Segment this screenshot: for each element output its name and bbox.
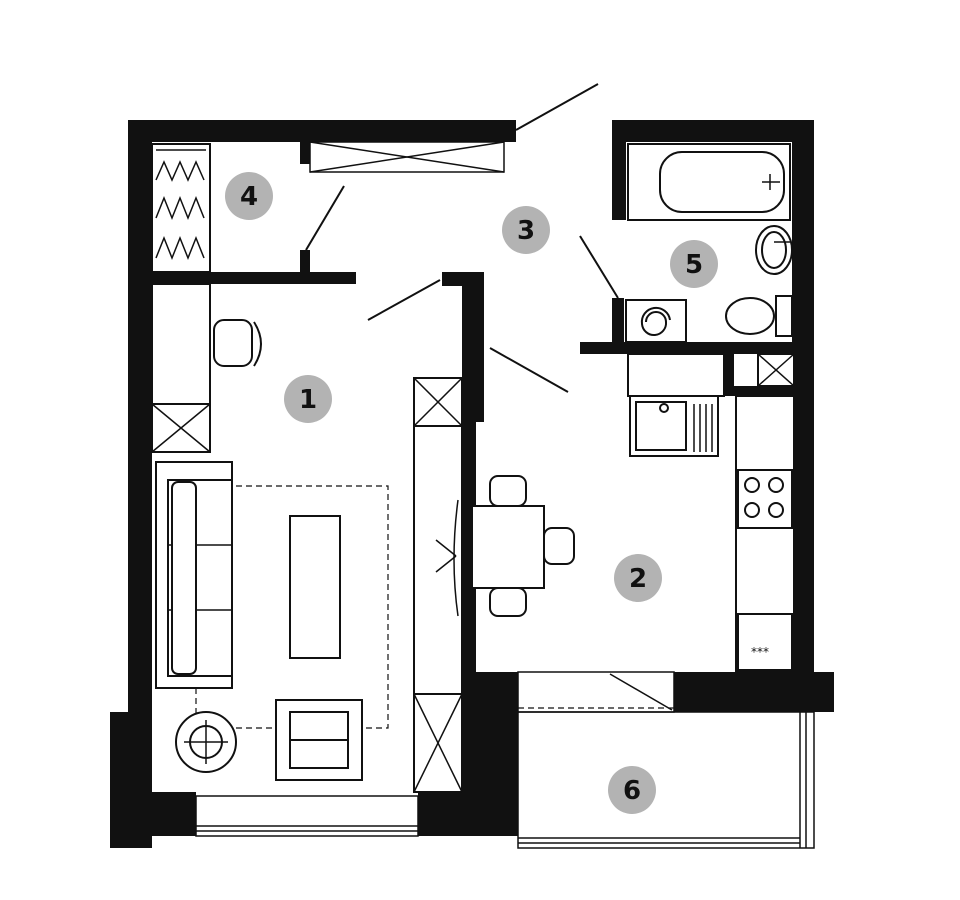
room-badge-2: 2 (614, 554, 662, 602)
room-number: 5 (685, 250, 703, 280)
bathtub-icon (627, 143, 791, 221)
washbasin-icon (755, 225, 793, 275)
windows (195, 671, 815, 849)
sofa-icon (155, 461, 233, 689)
room-number: 2 (629, 564, 647, 594)
wardrobe-icon (151, 143, 211, 273)
svg-text:***: *** (751, 645, 769, 659)
tv-cabinet (413, 377, 463, 793)
toilet-icon (725, 295, 793, 337)
walls (110, 120, 834, 848)
room-badge-5: 5 (670, 240, 718, 288)
room-number: 4 (240, 182, 258, 212)
doors (305, 83, 619, 393)
floor-lamp-icon (175, 711, 237, 773)
room-badge-4: 4 (225, 172, 273, 220)
room-badge-1: 1 (284, 375, 332, 423)
ventilation-shaft-icon (757, 353, 795, 387)
armchair-icon (275, 699, 363, 781)
room-number: 1 (299, 385, 317, 415)
room-badge-3: 3 (502, 206, 550, 254)
stove-icon (737, 469, 793, 529)
washing-machine-icon (625, 299, 687, 343)
dining-table-icon (471, 505, 545, 589)
chair-icon (489, 475, 575, 617)
fridge-icon: *** (737, 613, 793, 671)
room-number: 6 (623, 776, 641, 806)
room-number: 3 (517, 216, 535, 246)
desk (151, 283, 211, 453)
chair-icon (213, 319, 262, 367)
room-badge-6: 6 (608, 766, 656, 814)
sink-icon (629, 395, 719, 457)
coffee-table-icon (289, 515, 341, 659)
